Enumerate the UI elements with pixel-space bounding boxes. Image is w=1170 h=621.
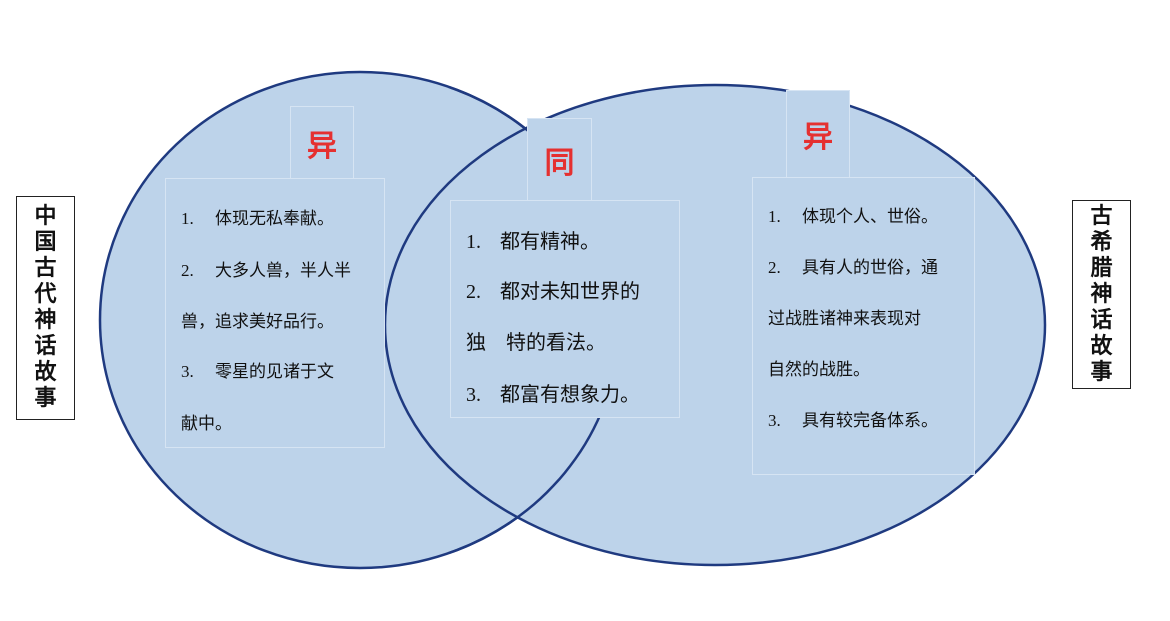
label-char: 古 — [34, 256, 57, 281]
list-text: 都对未知世界的 — [500, 279, 640, 303]
list-line: 1. 都有精神。 — [466, 225, 600, 254]
left-heading-difference: 异 — [290, 106, 354, 180]
list-text: 独 特的看法。 — [466, 330, 606, 354]
list-number: 2. — [181, 261, 194, 280]
center-heading-similarity: 同 — [527, 118, 592, 202]
label-char: 故 — [1090, 333, 1113, 359]
right-label-greek-myths: 古希腊神话故事 — [1072, 200, 1131, 389]
label-char: 故 — [34, 360, 57, 385]
list-text: 都有精神。 — [500, 229, 600, 253]
list-line: 2. 都对未知世界的 — [466, 275, 640, 304]
list-text: 自然的战胜。 — [768, 360, 870, 380]
list-line: 3. 零星的见诸于文 — [181, 357, 334, 382]
list-text: 具有人的世俗，通 — [802, 258, 938, 278]
label-char: 国 — [34, 230, 57, 255]
list-line: 过战胜诸神来表现对 — [768, 304, 921, 329]
list-text: 零星的见诸于文 — [215, 362, 334, 382]
list-line: 2. 大多人兽，半人半 — [181, 256, 351, 281]
right-heading-difference: 异 — [786, 90, 850, 178]
list-number: 1. — [466, 231, 481, 253]
label-char: 希 — [1090, 229, 1113, 255]
list-number: 3. — [768, 411, 781, 430]
list-line: 1. 体现个人、世俗。 — [768, 202, 938, 227]
list-text: 过战胜诸神来表现对 — [768, 309, 921, 329]
list-text: 大多人兽，半人半 — [215, 261, 351, 281]
label-char: 古 — [1090, 203, 1113, 229]
list-line: 兽，追求美好品行。 — [181, 307, 334, 332]
list-number: 2. — [768, 258, 781, 277]
label-char: 话 — [34, 334, 57, 359]
list-line: 献中。 — [181, 409, 232, 434]
list-text: 具有较完备体系。 — [802, 411, 938, 431]
list-text: 体现无私奉献。 — [215, 209, 334, 229]
list-text: 都富有想象力。 — [500, 382, 640, 406]
list-line: 自然的战胜。 — [768, 355, 870, 380]
left-label-chinese-myths: 中国古代神话故事 — [16, 196, 75, 420]
list-number: 2. — [466, 281, 481, 303]
label-char: 神 — [1090, 281, 1113, 307]
label-char: 代 — [34, 282, 57, 307]
label-char: 中 — [34, 204, 57, 229]
label-char: 事 — [34, 386, 57, 411]
list-line: 2. 具有人的世俗，通 — [768, 253, 938, 278]
list-number: 1. — [181, 209, 194, 228]
list-text: 献中。 — [181, 414, 232, 434]
list-line: 3. 都富有想象力。 — [466, 378, 640, 407]
list-text: 兽，追求美好品行。 — [181, 312, 334, 332]
list-text: 体现个人、世俗。 — [802, 207, 938, 227]
label-char: 话 — [1090, 307, 1113, 333]
label-char: 腊 — [1090, 255, 1113, 281]
list-line: 3. 具有较完备体系。 — [768, 406, 938, 431]
list-line: 独 特的看法。 — [466, 326, 606, 355]
list-number: 3. — [181, 362, 194, 381]
center-similarity-box: 1. 都有精神。 2. 都对未知世界的独 特的看法。 3. 都富有想象力。 — [450, 200, 680, 418]
left-difference-box: 1. 体现无私奉献。 2. 大多人兽，半人半兽，追求美好品行。 3. 零星的见诸于文献中。 — [165, 178, 385, 448]
label-char: 神 — [34, 308, 57, 333]
list-number: 1. — [768, 207, 781, 226]
list-number: 3. — [466, 384, 481, 406]
list-line: 1. 体现无私奉献。 — [181, 204, 334, 229]
label-char: 事 — [1090, 359, 1113, 385]
right-difference-box: 1. 体现个人、世俗。 2. 具有人的世俗，通过战胜诸神来表现对自然的战胜。 3. 具有较… — [752, 177, 975, 475]
